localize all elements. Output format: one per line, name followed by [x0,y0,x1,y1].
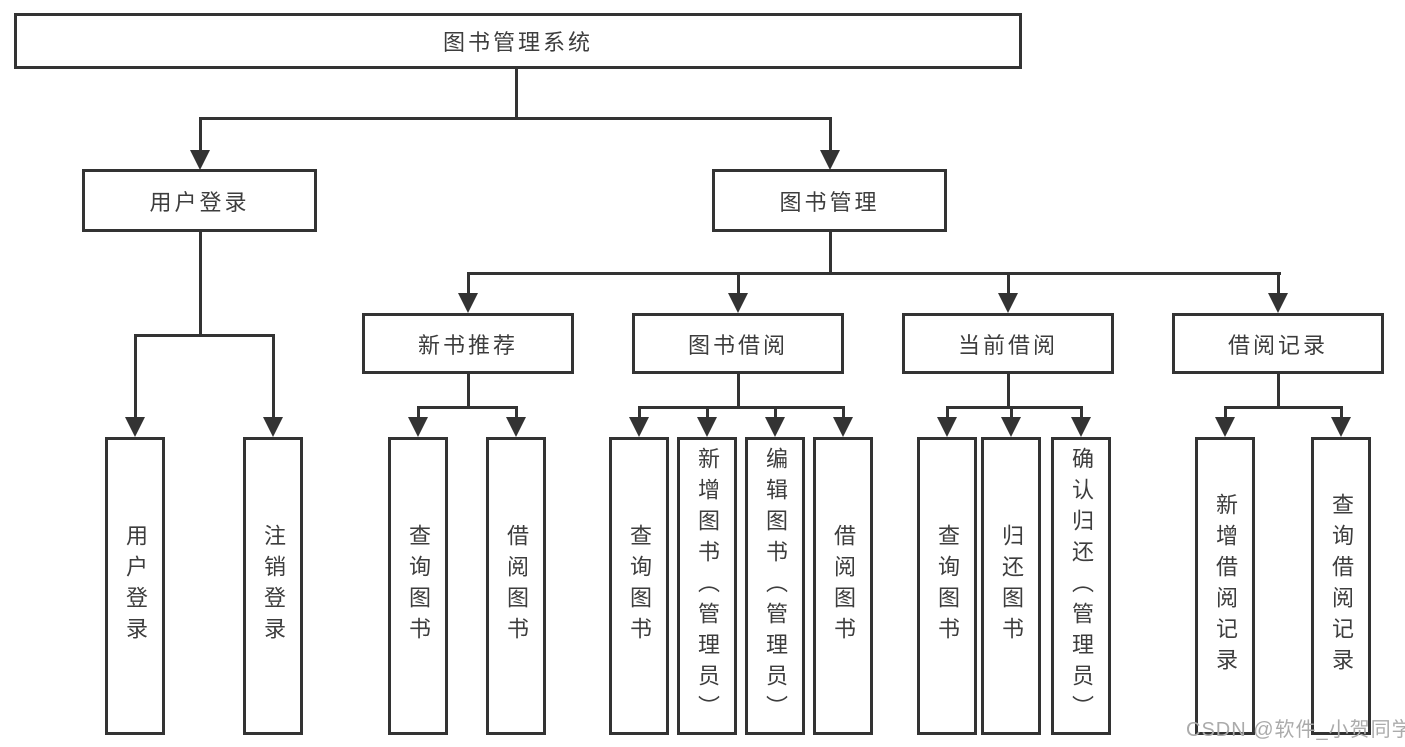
connector-current-arm [946,406,949,420]
leaf-current-confirm-return-label: 确认归还（管理员） [1069,446,1094,726]
connector-root-stem [515,69,518,119]
leaf-recommend-borrow-books: 借阅图书 [486,437,546,735]
connector-bookmgmt-arm [1007,272,1010,296]
arrow-down-icon [728,293,748,313]
connector-records-stem [1277,373,1280,409]
node-book-borrowing: 图书借阅 [632,313,844,374]
arrow-down-icon [190,150,210,170]
leaf-current-query-books: 查询图书 [917,437,977,735]
node-current-borrowing: 当前借阅 [902,313,1114,374]
node-book-management: 图书管理 [712,169,947,232]
connector-userlogin-arm [272,334,275,420]
connector-current-arm [1080,406,1083,420]
node-book-borrowing-label: 图书借阅 [687,332,788,358]
arrow-down-icon [629,417,649,437]
node-root: 图书管理系统 [14,13,1022,69]
leaf-recommend-query-books: 查询图书 [388,437,448,735]
leaf-user-login: 用户登录 [105,437,165,735]
node-borrowing-records: 借阅记录 [1172,313,1384,374]
arrow-down-icon [1001,417,1021,437]
arrow-down-icon [408,417,428,437]
arrow-down-icon [833,417,853,437]
leaf-borrowing-edit-books: 编辑图书（管理员） [745,437,805,735]
connector-borrowing-stem [737,373,740,409]
leaf-borrowing-query-books: 查询图书 [609,437,669,735]
connector-records-arm [1224,406,1227,420]
leaf-recommend-borrow-books-label: 借阅图书 [504,524,529,648]
node-user-login-label: 用户登录 [149,189,250,215]
leaf-borrowing-add-books-label: 新增图书（管理员） [695,446,720,726]
connector-bookmgmt-bar [467,272,1281,275]
leaf-records-add-record-label: 新增借阅记录 [1213,493,1238,679]
connector-bookmgmt-arm [1277,272,1280,296]
arrow-down-icon [506,417,526,437]
leaf-borrowing-borrow-books: 借阅图书 [813,437,873,735]
arrow-down-icon [458,293,478,313]
leaf-logout-login-label: 注销登录 [261,524,286,648]
leaf-current-confirm-return: 确认归还（管理员） [1051,437,1111,735]
node-book-management-label: 图书管理 [779,189,880,215]
arrow-down-icon [998,293,1018,313]
connector-current-arm [1010,406,1013,420]
node-new-book-recommend-label: 新书推荐 [417,332,518,358]
connector-borrowing-arm [842,406,845,420]
node-user-login: 用户登录 [82,169,317,232]
connector-recommend-arm [417,406,420,420]
leaf-current-query-books-label: 查询图书 [935,524,960,648]
arrow-down-icon [820,150,840,170]
connector-recommend-stem [467,373,470,409]
node-borrowing-records-label: 借阅记录 [1227,332,1328,358]
leaf-borrowing-borrow-books-label: 借阅图书 [831,524,856,648]
watermark: CSDN @软件_小贺同学 [1186,719,1405,741]
connector-root-bar [199,117,831,120]
connector-userlogin-arm [134,334,137,420]
arrow-down-icon [697,417,717,437]
arrow-down-icon [1215,417,1235,437]
connector-borrowing-arm [706,406,709,420]
connector-userlogin-bar [134,334,275,337]
connector-bookmgmt-arm [737,272,740,296]
leaf-records-query-record-label: 查询借阅记录 [1329,493,1354,679]
connector-borrowing-bar [638,406,845,409]
connector-bookmgmt-stem [829,231,832,275]
arrow-down-icon [263,417,283,437]
arrow-down-icon [125,417,145,437]
arrow-down-icon [1331,417,1351,437]
connector-borrowing-arm [774,406,777,420]
leaf-borrowing-edit-books-label: 编辑图书（管理员） [763,446,788,726]
arrow-down-icon [765,417,785,437]
connector-records-arm [1340,406,1343,420]
leaf-borrowing-add-books: 新增图书（管理员） [677,437,737,735]
node-new-book-recommend: 新书推荐 [362,313,574,374]
leaf-records-add-record: 新增借阅记录 [1195,437,1255,735]
leaf-borrowing-query-books-label: 查询图书 [627,524,652,648]
node-root-label: 图书管理系统 [442,30,593,55]
connector-records-bar [1224,406,1342,409]
connector-recommend-bar [417,406,518,409]
leaf-records-query-record: 查询借阅记录 [1311,437,1371,735]
arrow-down-icon [937,417,957,437]
arrow-down-icon [1268,293,1288,313]
connector-current-bar [946,406,1082,409]
connector-current-stem [1007,373,1010,409]
node-current-borrowing-label: 当前借阅 [957,332,1058,358]
leaf-current-return-books: 归还图书 [981,437,1041,735]
leaf-current-return-books-label: 归还图书 [999,524,1024,648]
leaf-logout-login: 注销登录 [243,437,303,735]
connector-userlogin-stem [199,231,202,336]
connector-root-arm-left [199,117,202,153]
leaf-recommend-query-books-label: 查询图书 [406,524,431,648]
connector-root-arm-right [829,117,832,153]
arrow-down-icon [1071,417,1091,437]
connector-borrowing-arm [638,406,641,420]
leaf-user-login-label: 用户登录 [123,524,148,648]
connector-bookmgmt-arm [467,272,470,296]
connector-recommend-arm [515,406,518,420]
